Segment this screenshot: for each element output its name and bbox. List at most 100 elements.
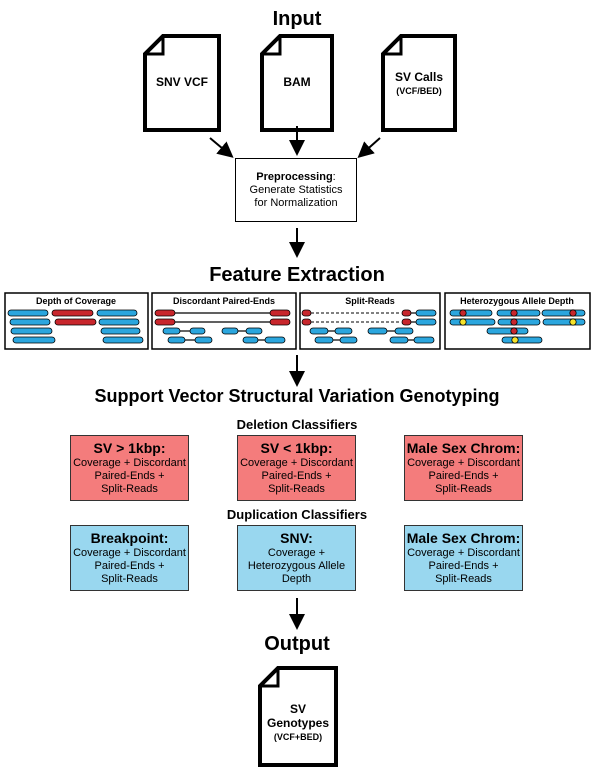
file-sublabel: (VCF+BED) [273, 732, 323, 742]
read [497, 318, 541, 326]
read [10, 327, 53, 335]
file-label: Genotypes [266, 716, 330, 730]
classifier-feature-line: Paired-Ends + [94, 560, 165, 572]
classifier-feature-line: Heterozygous Allele [247, 560, 346, 572]
read [496, 309, 541, 317]
classifier-title: SNV: [280, 530, 313, 546]
read [301, 318, 312, 326]
snv-vcf-label: SNV VCF [156, 75, 208, 89]
read [96, 309, 138, 317]
classifier-title: Male Sex Chrom: [406, 440, 521, 456]
classifier-feature-line: Coverage + Discordant [240, 457, 353, 469]
read [542, 318, 586, 326]
classifier-feature-line: Split-Reads [435, 483, 492, 495]
classifier-feature-line: Coverage + Discordant [407, 547, 520, 559]
read [221, 327, 239, 335]
read [264, 336, 286, 344]
classifier-feature-line: Coverage + Discordant [73, 547, 186, 559]
read [394, 327, 414, 335]
allele-marker [510, 327, 518, 335]
read [51, 309, 94, 317]
classifier-title: Breakpoint: [90, 530, 169, 546]
panel-title: Discordant Paired-Ends [172, 296, 276, 306]
read [154, 318, 176, 326]
read [401, 318, 412, 326]
read [309, 327, 329, 335]
file-sublabel: (VCF/BED) [396, 86, 442, 96]
preprocessing-line: Generate Statistics [249, 183, 343, 196]
allele-marker [510, 318, 518, 326]
read [314, 336, 334, 344]
sv-calls-label: SV Calls(VCF/BED) [395, 70, 443, 98]
genotyping-title: Support Vector Structural Variation Geno… [94, 386, 500, 406]
allele-marker [511, 336, 519, 344]
duplication-classifiers-title: Duplication Classifiers [226, 507, 368, 522]
classifier-feature-line: Paired-Ends + [428, 560, 499, 572]
read [269, 309, 291, 317]
classifier-feature-line: Coverage + Discordant [73, 457, 186, 469]
allele-marker [510, 309, 518, 317]
read [367, 327, 388, 335]
read [9, 318, 51, 326]
classifier-feature-line: Paired-Ends + [428, 470, 499, 482]
read [162, 327, 181, 335]
read [339, 336, 358, 344]
read [486, 327, 529, 335]
read [167, 336, 186, 344]
classifier-feature-line: Depth [281, 573, 312, 585]
panel-title: Depth of Coverage [35, 296, 117, 306]
read [154, 309, 176, 317]
read [98, 318, 140, 326]
read [269, 318, 291, 326]
deletion-classifiers-title: Deletion Classifiers [236, 417, 358, 432]
feature-extraction-title: Feature Extraction [209, 264, 385, 286]
read [301, 309, 312, 317]
arrow-icon [209, 137, 234, 158]
classifier-feature-line: Coverage + Discordant [407, 457, 520, 469]
read [12, 336, 56, 344]
classifier-feature-line: Split-Reads [435, 573, 492, 585]
read [334, 327, 353, 335]
read [189, 327, 206, 335]
classifier-feature-line: Paired-Ends + [94, 470, 165, 482]
panel-title: Split-Reads [345, 296, 395, 306]
arrow-icon [357, 137, 381, 158]
allele-marker [569, 309, 577, 317]
read [501, 336, 543, 344]
read [7, 309, 49, 317]
input-title: Input [272, 8, 322, 30]
snv-vcf-file-icon [143, 34, 221, 132]
file-label: BAM [283, 75, 311, 89]
classifier-title: SV < 1kbp: [260, 440, 333, 456]
read [242, 336, 259, 344]
read [413, 336, 435, 344]
allele-marker [459, 318, 467, 326]
read [541, 309, 586, 317]
preprocessing-line: for Normalization [254, 196, 338, 209]
classifier-feature-line: Coverage + [267, 547, 326, 559]
read [54, 318, 97, 326]
read [415, 318, 437, 326]
classifier-title: SV > 1kbp: [93, 440, 166, 456]
output-title: Output [264, 633, 330, 655]
file-label: SNV VCF [155, 75, 209, 89]
allele-marker [459, 309, 467, 317]
read [102, 336, 144, 344]
colon: : [332, 170, 336, 183]
classifier-feature-line: Paired-Ends + [261, 470, 332, 482]
read [415, 309, 437, 317]
classifier-feature-line: Split-Reads [101, 573, 158, 585]
allele-marker [569, 318, 577, 326]
classifier-title: Male Sex Chrom: [406, 530, 521, 546]
bam-label: BAM [283, 75, 310, 89]
classifier-feature-line: Split-Reads [268, 483, 325, 495]
read [449, 318, 496, 326]
read [401, 309, 412, 317]
output-file-icon [258, 666, 338, 767]
